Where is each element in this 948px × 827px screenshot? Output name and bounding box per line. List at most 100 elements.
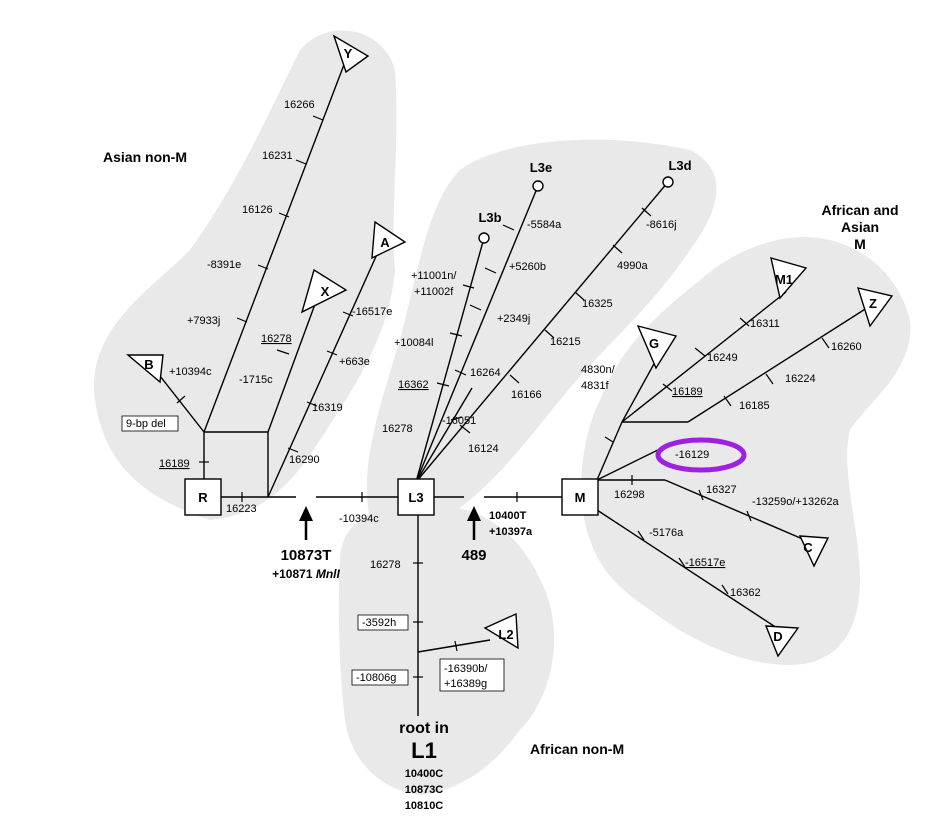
mutation-label: +7933j [187,315,220,327]
mutation-label: 16231 [262,150,293,162]
node-r-label: R [198,490,208,505]
root-mutation: 10873C [405,784,444,796]
mutation-label: -16517e [685,557,725,569]
haplogroup-m1-triangle [770,257,808,300]
mutation-label: 16260 [831,341,862,353]
mutation-label: -10394c [339,513,379,525]
root-label-1: root in [399,720,449,737]
mutation-label: 16362 [730,587,761,599]
mutation-label: 10400T [489,510,527,522]
mutation-label: 16166 [511,389,542,401]
region-label-african-asian-m-2: Asian [841,219,879,235]
mutation-label: 16126 [242,204,273,216]
region-label-african-non-m: African non-M [530,741,624,757]
mutation-label: 16319 [312,402,343,414]
haplogroup-b-triangle [126,354,164,384]
region-label-african-asian-m-1: African and [821,202,898,218]
mutation-label: -3592h [362,617,396,629]
mutation-label: 16189 [672,386,703,398]
arrow-label-489: 489 [461,547,486,564]
label-z: Z [869,296,877,311]
mutation-label: 16290 [289,454,320,466]
mutation-label: 16264 [470,367,501,379]
mutation-label: -8616j [646,219,677,231]
region-label-african-asian-m-3: M [854,236,866,252]
node-m-box [561,478,599,516]
node-r-box [184,478,222,516]
root-mutation: 10810C [405,800,444,812]
haplogroup-d-triangle [764,625,800,658]
mutation-label: 4990a [617,260,648,272]
label-d: D [773,629,782,644]
mutation-label: +10397a [489,526,533,538]
region-label-asian-non-m: Asian non-M [103,149,187,165]
mutation-label: +5260b [509,261,546,273]
node-l3-label: L3 [408,490,423,505]
label-l3d: L3d [668,158,691,173]
mutation-label: 16298 [614,489,645,501]
haplogroup-l3e-node [532,180,544,192]
mutation-label: 16124 [468,443,499,455]
haplogroup-y-triangle [332,34,370,74]
label-l2: L2 [498,627,513,642]
haplogroup-a-triangle [371,220,407,260]
mutation-label: 16215 [550,336,581,348]
mutation-label: -16517e [352,306,392,318]
label-b: B [144,357,153,372]
haplogroup-l3b-node [478,232,490,244]
label-y: Y [344,46,353,61]
mutation-label: -10806g [356,672,396,684]
region-l3 [366,139,717,520]
haplogroup-l2-triangle [483,612,519,650]
mutation-label: +11001n/ [411,270,457,282]
label-c: C [803,540,813,555]
label-m1: M1 [775,272,793,287]
label-g: G [649,336,659,351]
mutation-label: +2349j [497,313,530,325]
mutation-label: 16311 [750,318,780,330]
label-a: A [380,235,390,250]
mutation-label: -5584a [527,219,562,231]
mutation-label: +10084l [394,337,433,349]
arrow-10873t-head [299,506,313,521]
mutation-label: -8391e [207,259,241,271]
mutation-label: 9-bp del [126,418,166,430]
mutation-label: +11002f [414,286,454,298]
highlight-circle [655,437,747,473]
mutation-label: 16327 [706,484,737,496]
mutation-label: 16278 [382,423,413,435]
mutation-label: -16390b/ [444,663,488,675]
haplogroup-l3d-node [662,176,674,188]
mutation-label: +10394c [169,366,212,378]
region-asian-non-m [93,30,397,521]
label-x: X [321,284,330,299]
node-l3-box [397,478,435,516]
mutation-label: 16325 [582,298,613,310]
mutation-label: +663e [339,356,370,368]
haplogroup-g-triangle [636,324,678,370]
node-m-label: M [575,490,586,505]
mutation-label: -13259o/+13262a [752,496,839,508]
root-mutation: 10400C [405,768,444,780]
mutation-label: 16224 [785,373,816,385]
arrow-489-head [467,506,481,521]
arrow-label-10873t: 10873T [281,547,332,564]
mutation-label: 4830n/ [581,364,616,376]
mutation-label: 16185 [739,400,770,412]
mutation-label: 16266 [284,99,315,111]
region-african-non-m [338,504,555,795]
mutation-label: 16278 [370,559,401,571]
haplogroup-z-triangle [856,287,894,328]
mutation-label: -1715c [239,374,273,386]
mutation-label: 16249 [707,352,738,364]
mutation-label: -16129 [675,449,709,461]
mutation-label: 16223 [226,503,257,515]
mutation-label: 16362 [398,379,429,391]
mutation-label: 16278 [261,333,292,345]
arrow-label-10871: +10871 MnlI [272,567,340,581]
haplogroup-c-triangle [798,535,830,568]
mutation-label: -5176a [649,527,684,539]
haplogroup-x-triangle [300,268,348,314]
mutation-label: +16389g [444,678,487,690]
mutation-label: 16189 [159,458,190,470]
